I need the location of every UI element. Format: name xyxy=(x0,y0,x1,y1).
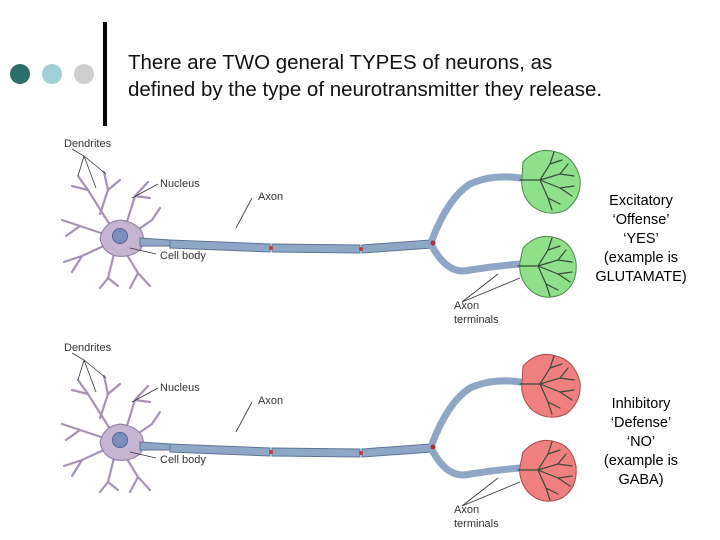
label-nucleus-top: Nucleus xyxy=(160,178,200,190)
excitatory-terminal-top xyxy=(519,149,581,214)
dot-gray xyxy=(74,64,94,84)
label-axon-top: Axon xyxy=(258,191,283,203)
slide-title: There are TWO general TYPES of neurons, … xyxy=(128,49,713,103)
title-line-1: There are TWO general TYPES of neurons, … xyxy=(128,51,553,74)
inhibitory-line-1: Inhibitory xyxy=(611,396,671,412)
inhibitory-line-4: (example is xyxy=(603,453,679,469)
label-axon-bottom: Axon xyxy=(258,395,283,407)
excitatory-neuron: Dendrites Nucleus Axon Cell body Axon te… xyxy=(62,138,581,326)
excitatory-line-2: ‘Offense’ xyxy=(612,212,670,228)
inhibitory-neuron: Dendrites Nucleus Axon Cell body Axon te… xyxy=(62,342,581,530)
dot-light-blue xyxy=(42,64,62,84)
label-cell-body-top: Cell body xyxy=(160,250,206,262)
excitatory-terminal-bottom xyxy=(517,235,577,298)
label-axon-terminals-top-1: Axon xyxy=(454,300,479,312)
inhibitory-description: Inhibitory ‘Defense’ ‘NO’ (example is GA… xyxy=(586,395,696,490)
label-axon-terminals-top-2: terminals xyxy=(454,314,499,326)
dot-teal xyxy=(10,64,30,84)
label-cell-body-bottom: Cell body xyxy=(160,454,206,466)
inhibitory-line-5: GABA) xyxy=(618,472,664,488)
label-axon-terminals-bottom-1: Axon xyxy=(454,504,479,516)
inhibitory-line-3: ‘NO’ xyxy=(626,434,656,450)
label-nucleus-bottom: Nucleus xyxy=(160,382,200,394)
excitatory-line-3: ‘YES’ xyxy=(623,231,659,247)
neuron-diagram: Dendrites Nucleus Axon Cell body Axon te… xyxy=(0,138,581,530)
title-divider xyxy=(103,22,107,126)
excitatory-description: Excitatory ‘Offense’ ‘YES’ (example is G… xyxy=(586,192,696,287)
label-axon-terminals-bottom-2: terminals xyxy=(454,518,499,530)
inhibitory-terminal-bottom xyxy=(517,439,577,502)
excitatory-line-4: (example is xyxy=(603,250,679,266)
excitatory-line-5: GLUTAMATE) xyxy=(595,269,687,285)
inhibitory-line-2: ‘Defense’ xyxy=(610,415,672,431)
title-line-2: defined by the type of neurotransmitter … xyxy=(128,78,603,101)
label-dendrites-top: Dendrites xyxy=(64,138,112,150)
bullet-dots xyxy=(10,64,94,86)
excitatory-line-1: Excitatory xyxy=(609,193,673,209)
label-dendrites-bottom: Dendrites xyxy=(64,342,112,354)
inhibitory-terminal-top xyxy=(519,353,581,418)
